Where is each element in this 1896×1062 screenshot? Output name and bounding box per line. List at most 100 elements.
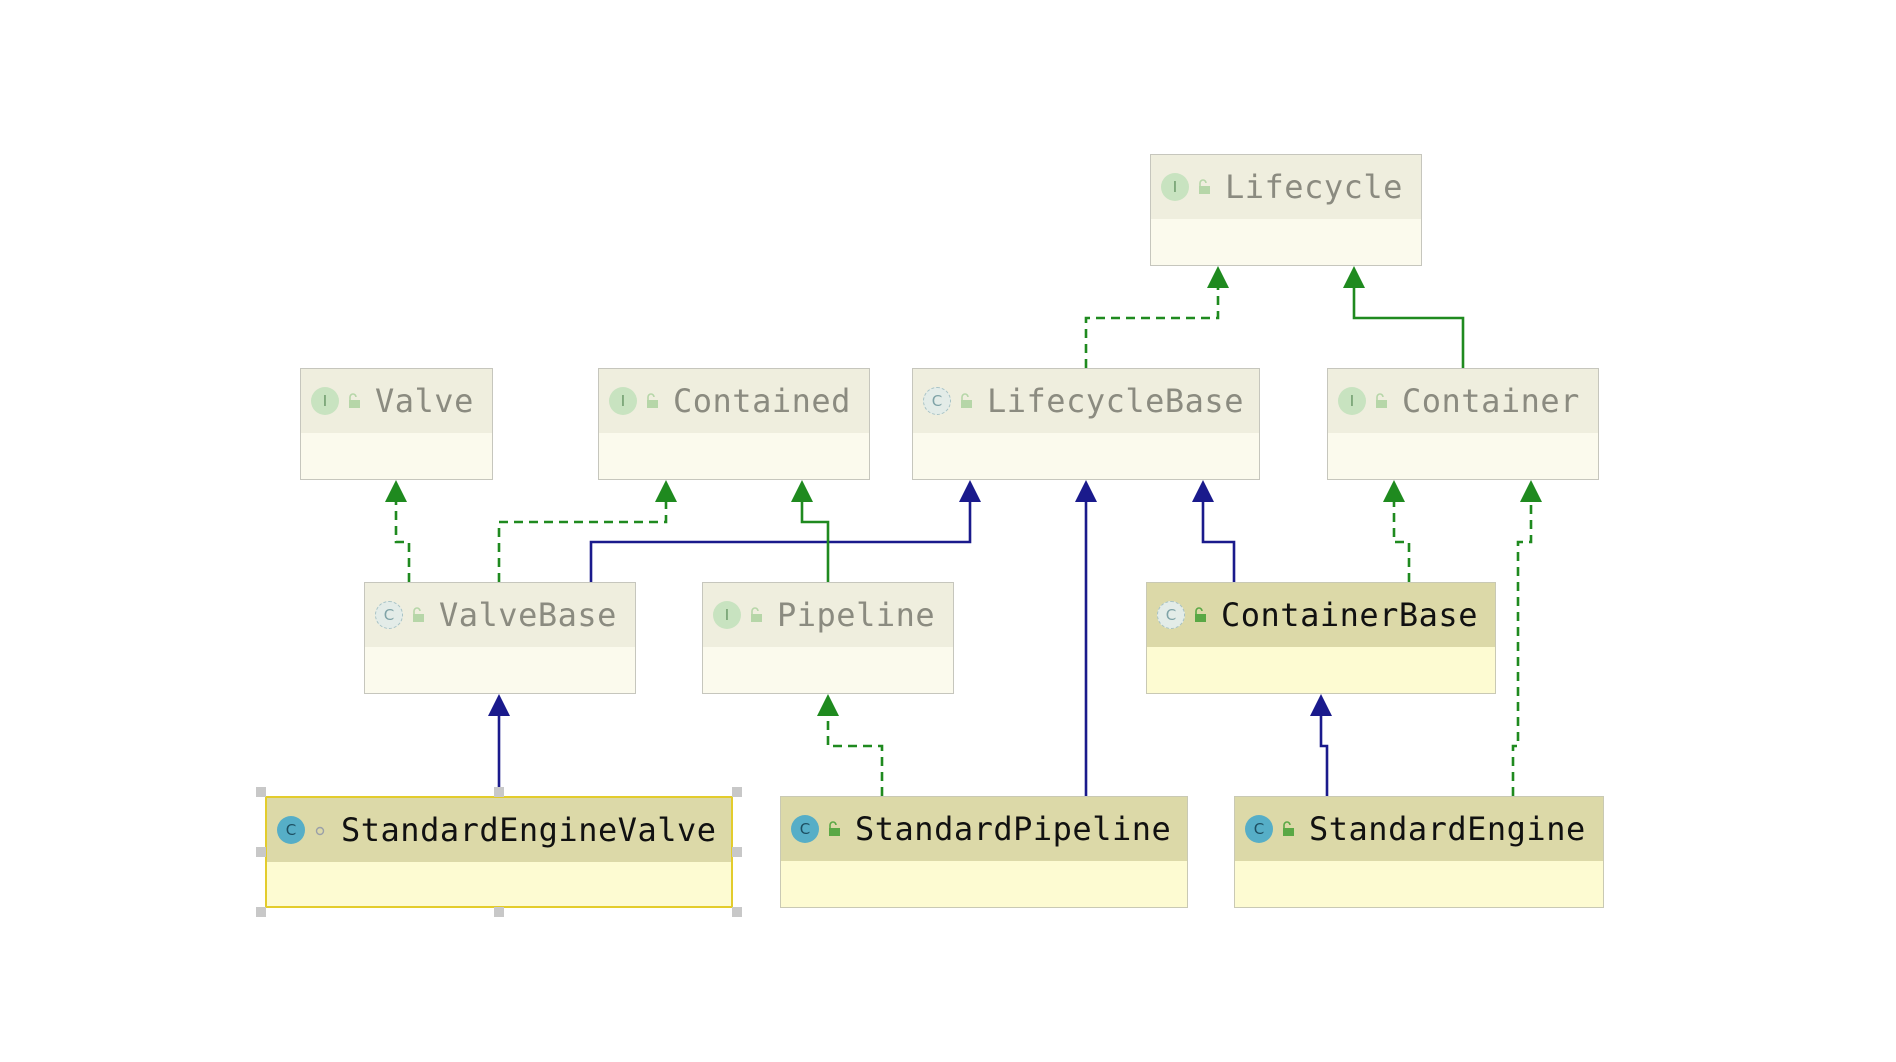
selection-handle[interactable] (494, 787, 504, 797)
edge-valvebase-to-lifecyclebase[interactable] (589, 480, 981, 582)
class-node-header: I Lifecycle (1151, 155, 1421, 220)
arrow-head (655, 480, 677, 502)
edge-pipeline-to-contained[interactable] (791, 480, 830, 582)
class-node-header: C LifecycleBase (913, 369, 1259, 434)
edge-standardenginevalve-to-valvebase[interactable] (488, 694, 510, 796)
class-name: StandardEngineValve (341, 811, 717, 849)
class-node-containerbase[interactable]: C ContainerBase (1146, 582, 1496, 694)
edge-standardengine-to-container[interactable] (1511, 480, 1542, 796)
selection-handle[interactable] (494, 907, 504, 917)
edge-line (800, 502, 830, 582)
class-name: Container (1402, 382, 1580, 420)
edge-container-to-lifecycle[interactable] (1343, 266, 1465, 368)
class-node-lifecycle[interactable]: I Lifecycle (1150, 154, 1422, 266)
class-name: StandardPipeline (855, 810, 1172, 848)
class-icon: C (277, 816, 305, 844)
class-node-standardenginevalve[interactable]: C StandardEngineValve (265, 796, 733, 908)
edge-line (1084, 288, 1220, 368)
arrow-head (817, 694, 839, 716)
class-node-header: I Contained (599, 369, 869, 434)
unlock-icon (751, 607, 762, 622)
arrow-head (1343, 266, 1365, 288)
unlock-icon (1376, 393, 1387, 408)
class-node-members (1235, 861, 1603, 907)
arrow-head (959, 480, 981, 502)
edge-lifecyclebase-to-lifecycle[interactable] (1084, 266, 1229, 368)
edge-containerbase-to-lifecyclebase[interactable] (1192, 480, 1236, 582)
class-node-members (781, 861, 1187, 907)
arrow-head (1310, 694, 1332, 716)
class-name: ContainerBase (1221, 596, 1478, 634)
class-name: LifecycleBase (987, 382, 1244, 420)
interface-icon: I (1338, 387, 1366, 415)
unlock-icon (961, 393, 972, 408)
selection-handle[interactable] (732, 787, 742, 797)
interface-icon: I (713, 601, 741, 629)
class-name: Valve (375, 382, 474, 420)
arrow-head (385, 480, 407, 502)
edge-standardengine-to-containerbase[interactable] (1310, 694, 1332, 796)
class-name: Contained (673, 382, 851, 420)
arrow-head (1192, 480, 1214, 502)
class-node-container[interactable]: I Container (1327, 368, 1599, 480)
unlock-icon (1195, 607, 1206, 622)
edge-line (1392, 502, 1411, 582)
class-node-members (703, 647, 953, 693)
edge-valvebase-to-valve[interactable] (385, 480, 411, 582)
class-node-members (1151, 219, 1421, 265)
class-name: StandardEngine (1309, 810, 1586, 848)
selection-handle[interactable] (732, 847, 742, 857)
selection-handle[interactable] (256, 787, 266, 797)
edge-standardpipeline-to-pipeline[interactable] (817, 694, 884, 796)
edge-line (1319, 716, 1329, 796)
selection-handle[interactable] (256, 907, 266, 917)
edge-containerbase-to-container[interactable] (1383, 480, 1411, 582)
class-node-header: I Container (1328, 369, 1598, 434)
interface-icon: I (1161, 173, 1189, 201)
arrow-head (1520, 480, 1542, 502)
edge-standardpipeline-to-lifecyclebase[interactable] (1075, 480, 1097, 796)
package-private-icon (315, 826, 325, 836)
edge-line (589, 502, 972, 582)
class-node-members (365, 647, 635, 693)
selection-handle[interactable] (256, 847, 266, 857)
class-node-members (267, 862, 731, 906)
selection-handle[interactable] (732, 907, 742, 917)
edge-line (394, 502, 411, 582)
class-node-members (913, 433, 1259, 479)
edge-valvebase-to-contained[interactable] (497, 480, 677, 582)
class-node-valve[interactable]: I Valve (300, 368, 493, 480)
class-name: ValveBase (439, 596, 617, 634)
class-node-valvebase[interactable]: C ValveBase (364, 582, 636, 694)
class-node-contained[interactable]: I Contained (598, 368, 870, 480)
abstract-icon: C (923, 387, 951, 415)
arrow-head (488, 694, 510, 716)
unlock-icon (349, 393, 360, 408)
unlock-icon (413, 607, 424, 622)
edge-line (1511, 502, 1533, 796)
abstract-icon: C (375, 601, 403, 629)
arrow-head (1383, 480, 1405, 502)
class-node-lifecyclebase[interactable]: C LifecycleBase (912, 368, 1260, 480)
class-node-header: I Valve (301, 369, 492, 434)
arrow-head (1075, 480, 1097, 502)
class-name: Lifecycle (1225, 168, 1403, 206)
interface-icon: I (609, 387, 637, 415)
class-node-members (301, 433, 492, 479)
interface-icon: I (311, 387, 339, 415)
class-node-members (1147, 647, 1495, 693)
class-icon: C (791, 815, 819, 843)
class-node-header: C ValveBase (365, 583, 635, 648)
unlock-icon (829, 821, 840, 836)
unlock-icon (1283, 821, 1294, 836)
class-node-header: C StandardPipeline (781, 797, 1187, 862)
class-node-standardpipeline[interactable]: C StandardPipeline (780, 796, 1188, 908)
class-node-members (599, 433, 869, 479)
abstract-icon: C (1157, 601, 1185, 629)
arrow-head (1207, 266, 1229, 288)
